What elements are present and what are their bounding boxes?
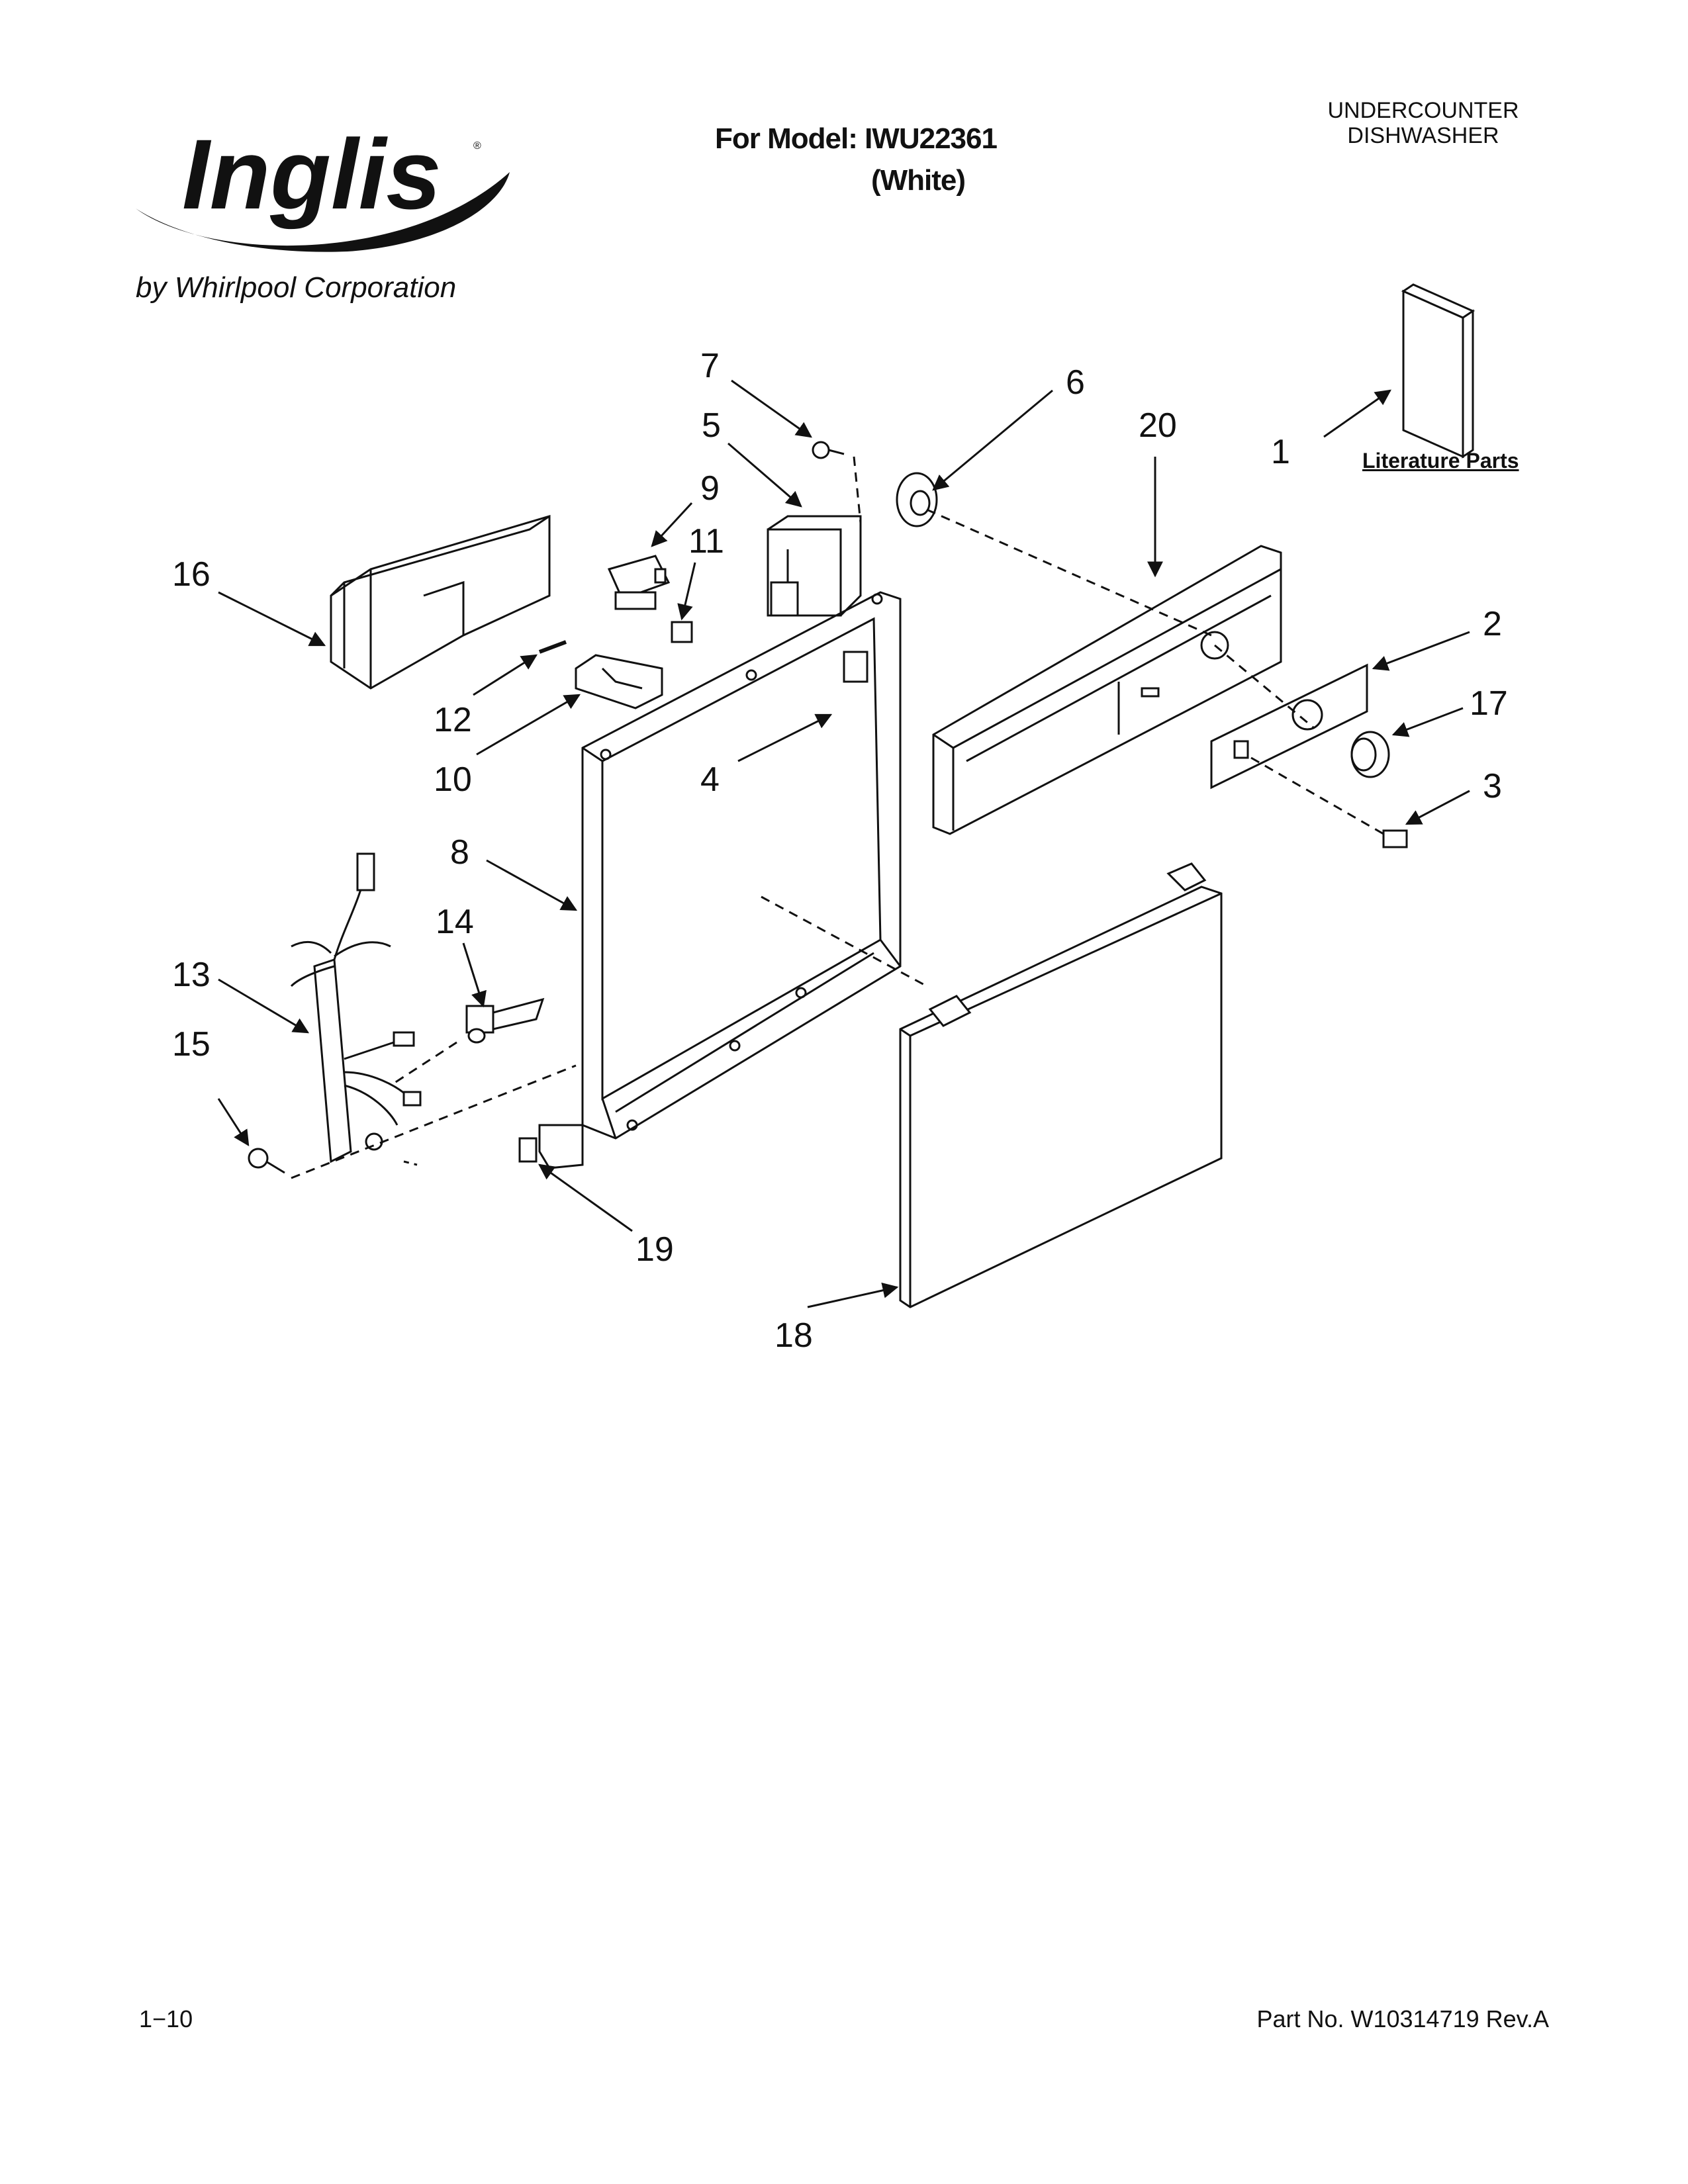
part-number: Part No. W10314719 Rev.A bbox=[1256, 2005, 1549, 2032]
callout-19: 19 bbox=[635, 1230, 674, 1269]
part-10-holder bbox=[575, 654, 663, 709]
part-17-knob bbox=[1350, 731, 1390, 778]
literature-parts-label: Literature Parts bbox=[1362, 449, 1519, 473]
part-7-screw bbox=[812, 441, 845, 459]
callout-11: 11 bbox=[688, 522, 724, 561]
part-19-clip bbox=[518, 1137, 538, 1163]
callout-12: 12 bbox=[434, 701, 472, 739]
part-5-switch bbox=[767, 515, 862, 617]
part-12-strip bbox=[538, 640, 567, 654]
part-20-console bbox=[932, 545, 1282, 835]
callout-18: 18 bbox=[774, 1316, 813, 1355]
svg-text:®: ® bbox=[473, 140, 481, 152]
page-number: 1−10 bbox=[139, 2005, 193, 2032]
part-13-harness bbox=[290, 852, 422, 1163]
part-6-cam bbox=[896, 472, 938, 527]
model-title: For Model: IWU22361 bbox=[715, 122, 998, 155]
callout-7: 7 bbox=[700, 347, 720, 385]
part-9-bracket bbox=[607, 555, 671, 610]
part-18-panel bbox=[899, 862, 1223, 1308]
callout-2: 2 bbox=[1483, 605, 1502, 643]
callout-17: 17 bbox=[1470, 684, 1508, 723]
callout-16: 16 bbox=[172, 555, 211, 594]
callout-8: 8 bbox=[450, 833, 469, 872]
logo-wordmark: Inglis bbox=[182, 118, 442, 230]
callout-13: 13 bbox=[172, 956, 211, 994]
callout-14: 14 bbox=[436, 903, 474, 941]
callout-10: 10 bbox=[434, 760, 472, 799]
brand-byline: by Whirlpool Corporation bbox=[136, 271, 457, 304]
part-2-overlay bbox=[1210, 663, 1368, 790]
callout-1: 1 bbox=[1271, 433, 1290, 471]
model-color: (White) bbox=[871, 164, 966, 197]
part-16-cover bbox=[330, 514, 551, 690]
callout-9: 9 bbox=[700, 469, 720, 508]
part-1-literature bbox=[1401, 283, 1476, 459]
part-15-screw bbox=[248, 1148, 285, 1174]
inglis-logo: Inglis ® bbox=[129, 109, 526, 268]
callout-4: 4 bbox=[700, 760, 720, 799]
part-14-float bbox=[465, 997, 545, 1044]
callout-6: 6 bbox=[1066, 363, 1085, 402]
part-3-button bbox=[1382, 829, 1408, 848]
part-8-door-frame bbox=[538, 591, 902, 1169]
part-11-clip bbox=[671, 621, 693, 643]
callout-15: 15 bbox=[172, 1025, 211, 1064]
product-type: UNDERCOUNTER DISHWASHER bbox=[1327, 98, 1519, 148]
callout-5: 5 bbox=[702, 406, 721, 445]
callout-20: 20 bbox=[1139, 406, 1177, 445]
callout-3: 3 bbox=[1483, 767, 1502, 805]
